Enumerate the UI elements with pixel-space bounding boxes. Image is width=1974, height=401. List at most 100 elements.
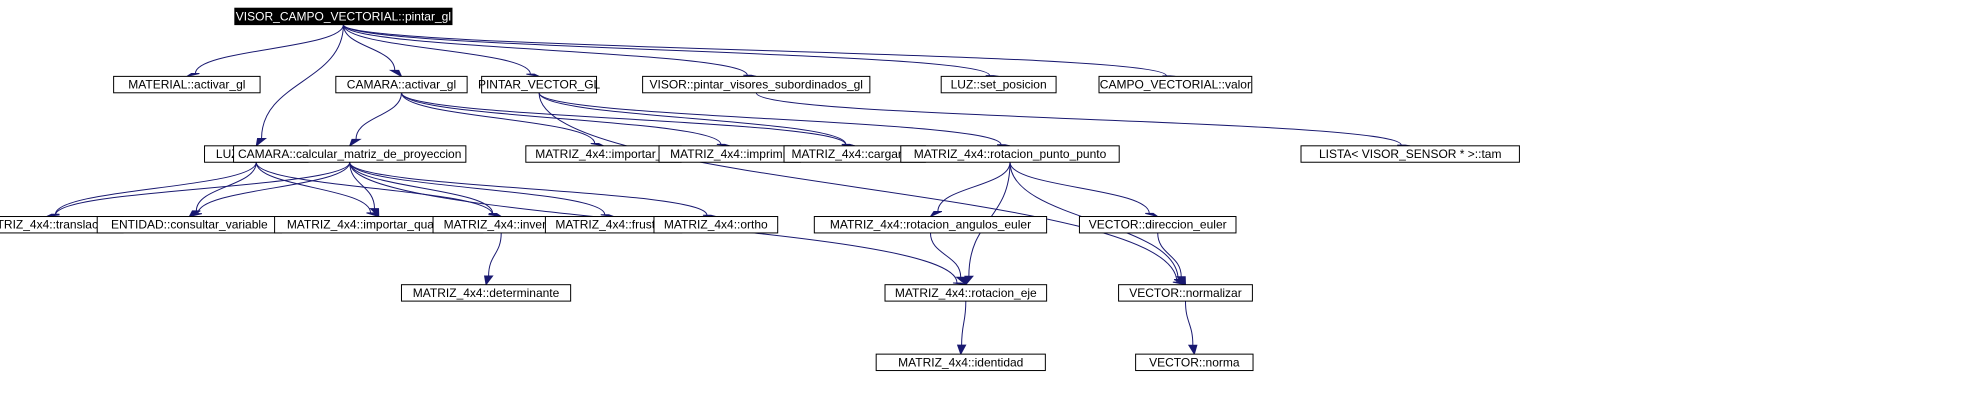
- node-box[interactable]: [234, 7, 453, 26]
- node-label: MATRIZ_4x4::importar_quaternion: [287, 218, 471, 232]
- edge-m_rot_punto-to-m_rot_euler: [929, 162, 1011, 218]
- node-box[interactable]: [1078, 216, 1237, 234]
- edge-root-to-camara_activar: [342, 24, 403, 78]
- edge-root-to-material_activar: [186, 24, 344, 77]
- edge-line: [197, 162, 351, 214]
- node-label: CAMARA::activar_gl: [347, 78, 456, 92]
- node-box[interactable]: [113, 75, 261, 94]
- node-pintar-vector[interactable]: PINTAR_VECTOR_GL: [478, 75, 601, 94]
- edge-line: [538, 92, 1002, 146]
- node-v-normalizar[interactable]: VECTOR::normalizar: [1118, 284, 1253, 302]
- node-label: MATRIZ_4x4::cargar_gl: [791, 147, 918, 161]
- edge-m_rot_punto-to-v_direccion_euler: [1009, 162, 1158, 218]
- node-label: MATRIZ_4x4::inversa: [444, 218, 559, 232]
- node-m-identidad[interactable]: MATRIZ_4x4::identidad: [875, 353, 1046, 372]
- node-v-norma[interactable]: VECTOR::norma: [1135, 353, 1254, 372]
- node-m-rot-euler[interactable]: MATRIZ_4x4::rotacion_angulos_euler: [813, 216, 1048, 234]
- edge-line: [400, 92, 596, 144]
- edge-line: [961, 301, 967, 346]
- node-label: LISTA< VISOR_SENSOR * >::tam: [1319, 147, 1502, 161]
- edge-pintar_vector-to-m_rot_punto: [538, 92, 1011, 147]
- node-box[interactable]: [900, 145, 1120, 163]
- edge-visor_subordinados-to-lista_tam: [755, 92, 1411, 147]
- node-m-traslacion[interactable]: MATRIZ_4x4::translacion: [0, 216, 124, 234]
- edge-line: [261, 24, 344, 139]
- edge-line: [342, 24, 1167, 77]
- node-box[interactable]: [233, 145, 467, 163]
- node-m-inversa[interactable]: MATRIZ_4x4::inversa: [432, 216, 570, 234]
- node-label: VISOR_CAMPO_VECTORIAL::pintar_gl: [236, 9, 451, 23]
- node-m-determinante[interactable]: MATRIZ_4x4::determinante: [400, 284, 572, 302]
- node-box[interactable]: [1118, 284, 1253, 302]
- edge-line: [55, 162, 351, 216]
- arrowhead: [1145, 212, 1158, 218]
- node-camara-calcular[interactable]: CAMARA::calcular_matriz_de_proyeccion: [233, 145, 467, 163]
- edge-m_inversa-to-m_determinante: [483, 232, 502, 286]
- node-label: PINTAR_VECTOR_GL: [478, 78, 601, 92]
- node-box[interactable]: [335, 75, 468, 94]
- node-label: ENTIDAD::consultar_variable: [111, 218, 268, 232]
- arrowhead: [186, 73, 200, 77]
- edge-camara_activar-to-m_importar_gl: [400, 92, 604, 147]
- edge-luz_activar-to-entidad_consultar: [188, 162, 257, 218]
- node-v-direccion-euler[interactable]: VECTOR::direccion_euler: [1078, 216, 1237, 234]
- arrowhead: [488, 212, 502, 218]
- edge-line: [349, 162, 376, 209]
- node-visor-subordinados[interactable]: VISOR::pintar_visores_subordinados_gl: [642, 75, 871, 94]
- node-box[interactable]: [940, 75, 1057, 94]
- edge-v_normalizar-to-v_norma: [1184, 301, 1198, 356]
- node-label: VECTOR::normalizar: [1129, 286, 1241, 300]
- arrowhead: [929, 210, 943, 218]
- arrowhead: [369, 208, 380, 218]
- node-label: MATRIZ_4x4::rotacion_punto_punto: [914, 147, 1107, 161]
- node-box[interactable]: [875, 353, 1046, 372]
- edge-root-to-luz_set_posicion: [342, 24, 999, 77]
- node-campo-valor[interactable]: CAMPO_VECTORIAL::valor: [1098, 75, 1253, 94]
- edge-line: [400, 92, 722, 145]
- node-m-frustum[interactable]: MATRIZ_4x4::frustum: [544, 216, 683, 234]
- node-label: MATERIAL::activar_gl: [128, 78, 245, 92]
- node-m-ortho[interactable]: MATRIZ_4x4::ortho: [653, 216, 779, 234]
- edge-line: [1009, 162, 1150, 214]
- node-box[interactable]: [481, 75, 598, 94]
- node-label: VECTOR::direccion_euler: [1089, 218, 1227, 232]
- node-m-imprimir[interactable]: MATRIZ_4x4::imprimir: [658, 145, 801, 163]
- arrowhead: [388, 69, 403, 78]
- node-label: MATRIZ_4x4::importar_gl: [535, 147, 671, 161]
- edge-camara_calcular-to-m_traslacion: [46, 162, 351, 218]
- arrowhead: [956, 344, 967, 356]
- edge-line: [255, 162, 372, 213]
- edge-camara_calcular-to-m_ortho: [349, 162, 716, 218]
- node-m-rot-punto[interactable]: MATRIZ_4x4::rotacion_punto_punto: [900, 145, 1120, 163]
- nodes-layer: VISOR_CAMPO_VECTORIAL::pintar_glMATERIAL…: [0, 7, 1520, 372]
- node-root[interactable]: VISOR_CAMPO_VECTORIAL::pintar_gl: [234, 7, 453, 26]
- node-box[interactable]: [813, 216, 1048, 234]
- edge-camara_calcular-to-m_frustum: [349, 162, 614, 218]
- arrowhead: [841, 143, 855, 147]
- node-lista-tam[interactable]: LISTA< VISOR_SENSOR * >::tam: [1300, 145, 1520, 163]
- edge-camara_activar-to-camara_calcular: [348, 92, 402, 148]
- arrowhead: [189, 213, 203, 218]
- node-material-activar[interactable]: MATERIAL::activar_gl: [113, 75, 261, 94]
- node-m-rot-eje[interactable]: MATRIZ_4x4::rotacion_eje: [884, 284, 1048, 302]
- node-box[interactable]: [653, 216, 779, 234]
- node-camara-activar[interactable]: CAMARA::activar_gl: [335, 75, 468, 94]
- edge-line: [1157, 232, 1182, 277]
- node-box[interactable]: [642, 75, 871, 94]
- edge-line: [355, 92, 402, 140]
- node-luz-set-posicion[interactable]: LUZ::set_posicion: [940, 75, 1057, 94]
- node-label: MATRIZ_4x4::ortho: [664, 218, 768, 232]
- node-entidad-consultar[interactable]: ENTIDAD::consultar_variable: [96, 216, 283, 234]
- node-label: LUZ::set_posicion: [951, 78, 1047, 92]
- edge-line: [349, 162, 494, 214]
- edge-line: [1184, 301, 1194, 346]
- edge-line: [538, 92, 1178, 283]
- node-box[interactable]: [1300, 145, 1520, 163]
- node-m-cargar-gl[interactable]: MATRIZ_4x4::cargar_gl: [783, 145, 926, 163]
- node-box[interactable]: [1135, 353, 1254, 372]
- node-m-importar-gl[interactable]: MATRIZ_4x4::importar_gl: [525, 145, 682, 163]
- node-box[interactable]: [884, 284, 1048, 302]
- edge-line: [349, 162, 606, 215]
- node-box[interactable]: [1098, 75, 1253, 94]
- node-box[interactable]: [400, 284, 572, 302]
